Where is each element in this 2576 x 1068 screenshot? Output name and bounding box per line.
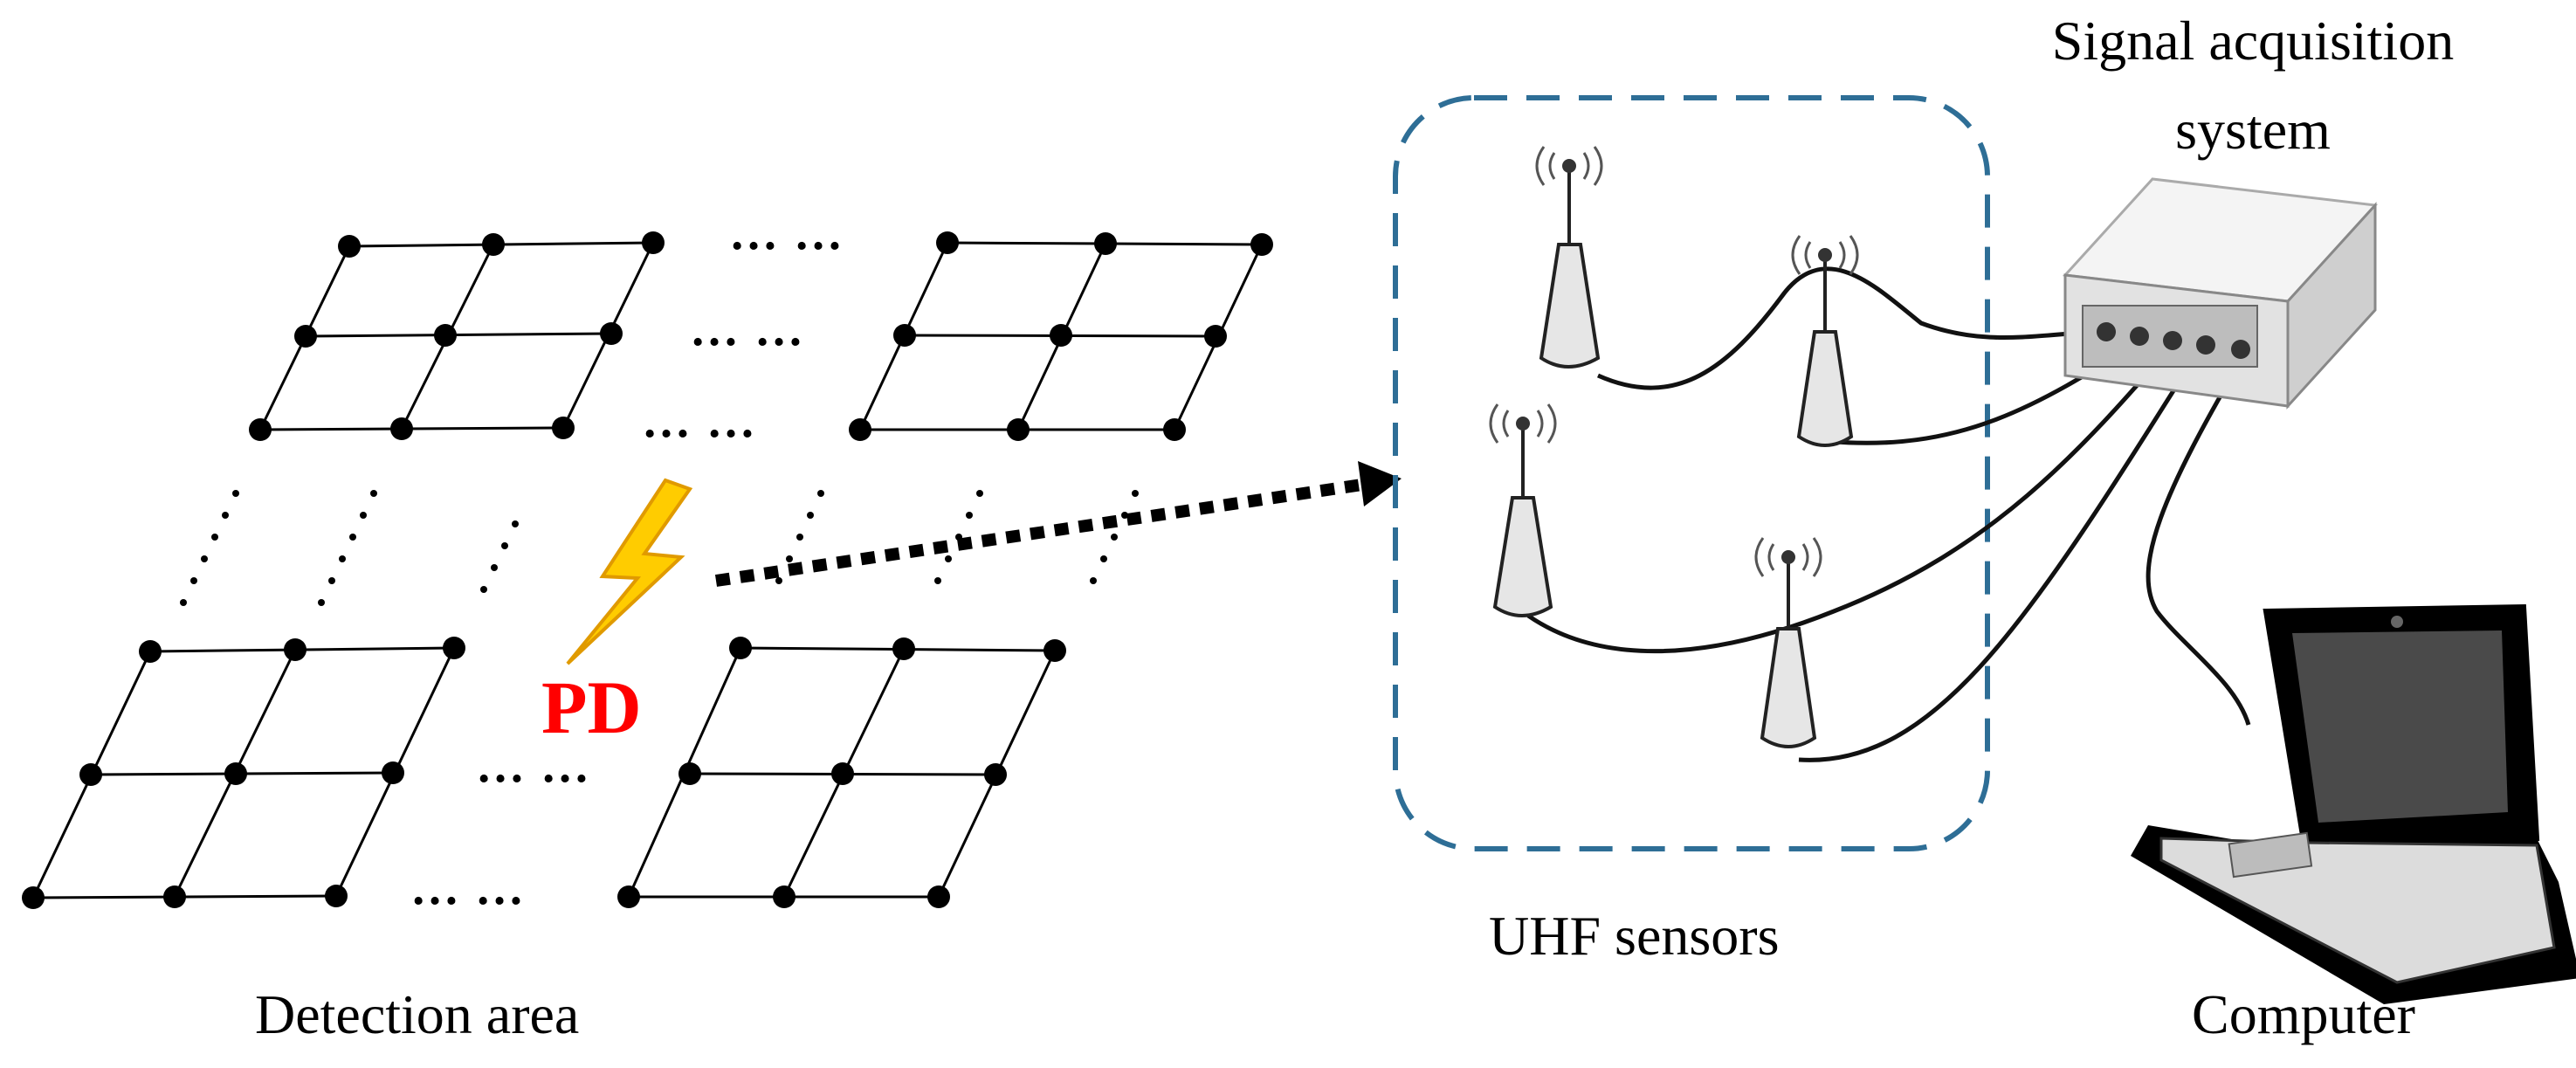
signal-acquisition-label-line1: Signal acquisition <box>2051 10 2455 72</box>
pd-label: PD <box>541 665 642 749</box>
ellipsis-bottom-2: … … <box>410 861 526 915</box>
antenna-sensor-icon-3 <box>1489 403 1557 617</box>
detection-area-label: Detection area <box>255 983 580 1045</box>
uhf-sensors-label: UHF sensors <box>1489 905 1780 967</box>
dotted-arrow <box>714 461 1402 587</box>
signal-acquisition-label-line2: system <box>2175 99 2331 161</box>
ellipsis-top-3: … … <box>642 394 757 448</box>
computer-label: Computer <box>2192 983 2415 1045</box>
acquisition-box-icon <box>2062 177 2379 410</box>
laptop-icon <box>2131 603 2576 1004</box>
lightning-icon <box>566 478 693 665</box>
antenna-sensor-icon-1 <box>1535 146 1603 369</box>
ellipsis-top-1: … … <box>729 206 844 260</box>
grid-top-left <box>258 241 655 431</box>
uhf-sensor-box <box>1393 95 1990 851</box>
ellipsis-bottom-1: … … <box>476 739 591 793</box>
antenna-sensor-icon-2 <box>1791 235 1859 447</box>
ellipsis-top-2: … … <box>690 302 805 356</box>
antenna-sensor-icon-4 <box>1754 537 1822 748</box>
grid-nodes <box>22 231 1273 909</box>
